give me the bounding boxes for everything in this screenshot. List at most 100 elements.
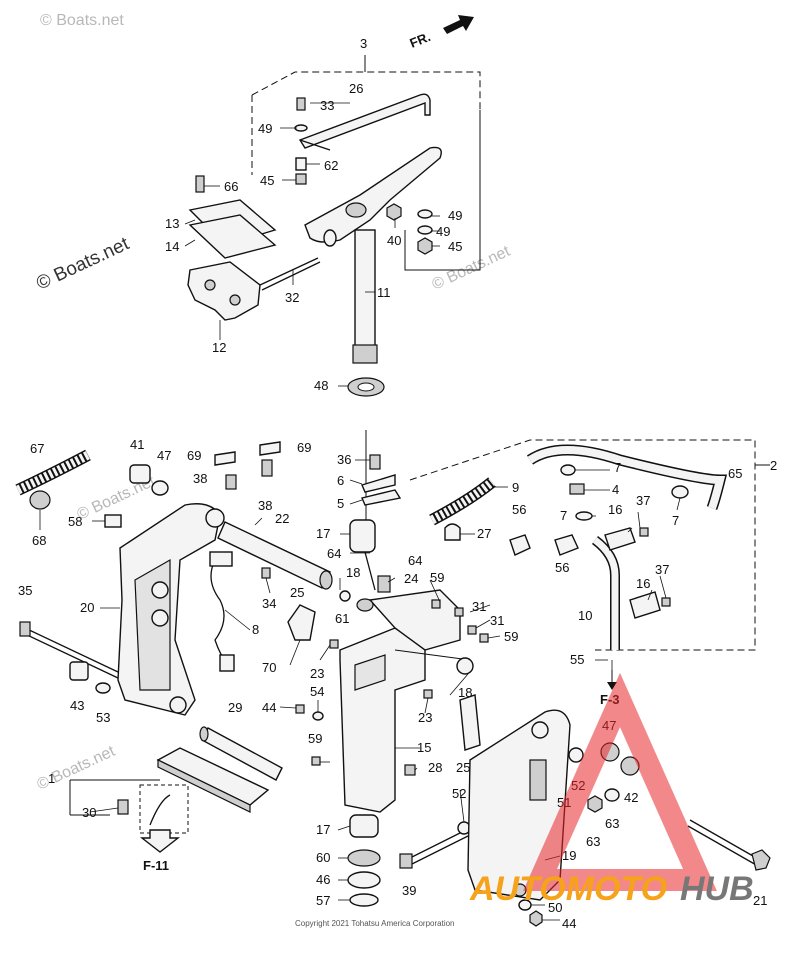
- callout-label: 63: [586, 834, 600, 849]
- washer-hole: [357, 382, 375, 392]
- watermark-text: © Boats.net: [33, 233, 133, 294]
- ref-label-f11: F-11: [143, 858, 169, 873]
- callout-label: 28: [428, 760, 442, 775]
- lower-bushings: [347, 814, 381, 907]
- callout-label: 53: [96, 710, 110, 725]
- callout-label: 7: [560, 508, 567, 523]
- watermarks: © Boats.net © Boats.net © Boats.net © Bo…: [33, 12, 513, 794]
- callout-label: 23: [418, 710, 432, 725]
- callout-label: 63: [605, 816, 619, 831]
- callout-label: 42: [624, 790, 638, 805]
- top-small-parts: [294, 97, 433, 255]
- callout-label: 45: [260, 173, 274, 188]
- callout-label: 37: [636, 493, 650, 508]
- front-direction-arrow: FR.: [408, 15, 474, 51]
- anode-plate-1: [69, 747, 270, 834]
- callout-label: 67: [30, 441, 44, 456]
- callout-label: 23: [310, 666, 324, 681]
- callout-label: 9: [512, 480, 519, 495]
- callout-label: 66: [224, 179, 238, 194]
- callout-label: 5: [337, 496, 344, 511]
- callout-label: 68: [32, 533, 46, 548]
- callout-label: 59: [430, 570, 444, 585]
- callout-label: 25: [290, 585, 304, 600]
- callout-label: 18: [458, 685, 472, 700]
- callout-label: 31: [472, 599, 486, 614]
- callout-label: 59: [504, 629, 518, 644]
- callout-label: 17: [316, 822, 330, 837]
- mount-cover-block: [187, 175, 321, 321]
- callout-label: 1: [48, 771, 55, 786]
- callout-label: 27: [477, 526, 491, 541]
- callout-label: 64: [327, 546, 341, 561]
- callout-label: 70: [262, 660, 276, 675]
- callout-label: 14: [165, 239, 179, 254]
- washer-53: [95, 682, 111, 694]
- callout-label: 64: [408, 553, 422, 568]
- callout-label: 45: [448, 239, 462, 254]
- through-bolt-35: [19, 621, 119, 679]
- callout-label: 56: [555, 560, 569, 575]
- bolt-39: [399, 821, 473, 869]
- callout-label: 15: [417, 740, 431, 755]
- callout-label: 13: [165, 216, 179, 231]
- callout-label: 11: [377, 285, 391, 300]
- callout-label: 35: [18, 583, 32, 598]
- callout-label: 26: [349, 81, 363, 96]
- leader-lines: [39, 102, 681, 921]
- callout-label: 7: [614, 460, 621, 475]
- callout-label: 16: [636, 576, 650, 591]
- callout-label: 54: [310, 684, 324, 699]
- callout-label: 8: [252, 622, 259, 637]
- front-direction-label: FR.: [408, 29, 433, 51]
- wire-connector: [219, 654, 235, 672]
- callout-label: 46: [316, 872, 330, 887]
- steering-handle: [298, 93, 431, 151]
- callout-label: 58: [68, 514, 82, 529]
- callout-label: 49: [258, 121, 272, 136]
- callout-label: 57: [316, 893, 330, 908]
- callout-label: 48: [314, 378, 328, 393]
- callout-label: 24: [404, 571, 418, 586]
- callout-label: 19: [562, 848, 576, 863]
- steering-arm: [304, 146, 442, 364]
- brand-text-part2: HUB: [680, 870, 754, 908]
- callout-label: 49: [448, 208, 462, 223]
- callout-label: 65: [728, 466, 742, 481]
- callout-label: 44: [562, 916, 576, 931]
- callout-label: 16: [608, 502, 622, 517]
- watermark-text: © Boats.net: [40, 12, 124, 29]
- callout-label: 40: [387, 233, 401, 248]
- callout-label: 59: [308, 731, 322, 746]
- callout-label: 34: [262, 596, 276, 611]
- ref-arrow-f11: [139, 829, 181, 853]
- callout-label: 52: [452, 786, 466, 801]
- callout-label: 38: [258, 498, 272, 513]
- callout-label: 21: [753, 893, 767, 908]
- stern-bracket-left: [117, 503, 225, 716]
- callout-label: 37: [655, 562, 669, 577]
- callout-label: 2: [770, 458, 777, 473]
- pin-29: [199, 726, 283, 781]
- callout-label: 49: [436, 224, 450, 239]
- callout-label: 50: [548, 900, 562, 915]
- brand-text-part1: AUTOMOTO: [469, 870, 667, 908]
- pipe-10-inner: [592, 537, 619, 650]
- hose-9-inner: [429, 478, 495, 524]
- callout-labels: 3 26 33 49 62 45 66 13 14 32 12 40 49 49…: [18, 36, 777, 931]
- callout-label: 7: [672, 513, 679, 528]
- callout-label: 33: [320, 98, 334, 113]
- callout-label: 44: [262, 700, 276, 715]
- callout-label: 61: [335, 611, 349, 626]
- callout-label: 22: [275, 511, 289, 526]
- bolt-21: [687, 819, 771, 871]
- hose-67-inner: [16, 451, 91, 495]
- callout-label: 30: [82, 805, 96, 820]
- callout-label: 10: [578, 608, 592, 623]
- callout-label: 39: [402, 883, 416, 898]
- callout-label: 36: [337, 452, 351, 467]
- callout-label: 38: [193, 471, 207, 486]
- trim-sensor: [209, 551, 233, 567]
